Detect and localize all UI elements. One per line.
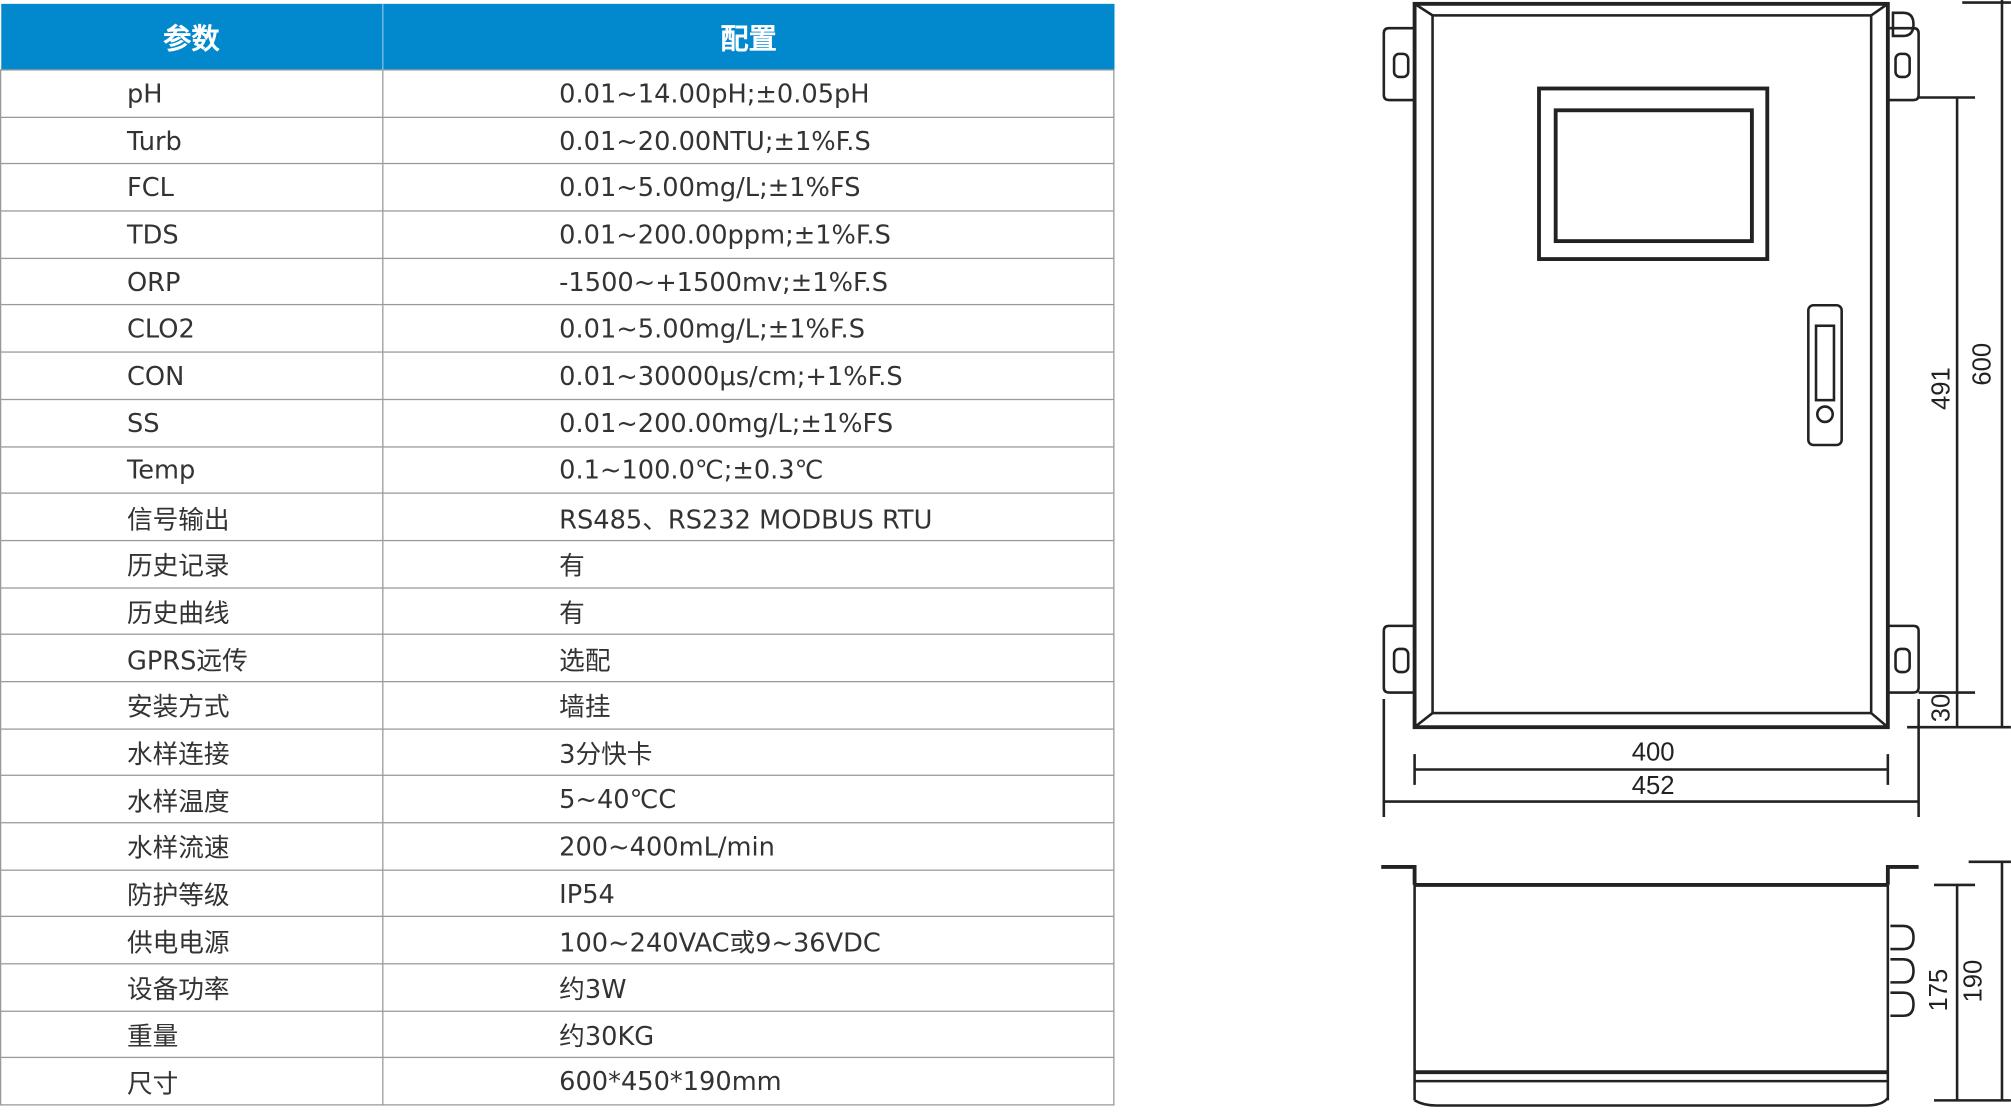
- param-cell: CLO2: [0, 304, 384, 353]
- value-cell: 0.01~20.00NTU;±1%F.S: [382, 116, 1115, 165]
- table-row: ORP-1500~+1500mv;±1%F.S: [0, 257, 1115, 306]
- value-cell: 有: [382, 586, 1115, 636]
- param-cell: 防护等级: [0, 869, 384, 918]
- header-config: 配置: [382, 3, 1114, 70]
- param-cell: 水样连接: [0, 727, 384, 777]
- dim-452: 452: [1632, 772, 1675, 800]
- value-cell: 0.01~14.00pH;±0.05pH: [382, 69, 1115, 118]
- table-row: 重量约30KG: [0, 1010, 1115, 1059]
- table-row: 设备功率约3W: [0, 963, 1115, 1012]
- value-cell: 0.01~5.00mg/L;±1%FS: [382, 163, 1115, 212]
- front-view: 400 452 491 600 30: [1382, 0, 2011, 817]
- value-cell: 约30KG: [382, 1010, 1115, 1059]
- side-view: 175 190: [1381, 860, 2011, 1107]
- value-cell: 0.01~5.00mg/L;±1%F.S: [382, 304, 1115, 353]
- param-cell: SS: [0, 398, 384, 447]
- param-cell: FCL: [0, 163, 384, 212]
- value-cell: 0.01~200.00mg/L;±1%FS: [382, 398, 1115, 447]
- value-cell: -1500~+1500mv;±1%F.S: [382, 257, 1115, 306]
- param-cell: 重量: [0, 1010, 384, 1059]
- param-cell: pH: [0, 69, 384, 118]
- value-cell: 0.01~30000μs/cm;+1%F.S: [382, 351, 1115, 400]
- dim-30: 30: [1927, 694, 1955, 723]
- cable-gland-icon: [1890, 924, 1915, 1018]
- table-row: 历史曲线有: [0, 586, 1115, 636]
- param-cell: Temp: [0, 445, 384, 494]
- mounting-ear-icon: [1382, 11, 1920, 694]
- param-cell: 尺寸: [0, 1057, 384, 1106]
- param-cell: CON: [0, 351, 384, 400]
- param-cell: 水样温度: [0, 775, 384, 824]
- table-row: 历史记录有: [0, 539, 1115, 589]
- dim-190: 190: [1959, 960, 1987, 1003]
- header-param: 参数: [0, 3, 383, 70]
- value-cell: 约3W: [382, 963, 1115, 1012]
- value-cell: 0.01~200.00ppm;±1%F.S: [382, 210, 1115, 259]
- value-cell: 600*450*190mm: [382, 1057, 1115, 1106]
- value-cell: 200~400mL/min: [382, 822, 1115, 871]
- param-cell: 水样流速: [0, 822, 384, 871]
- handle-lock-icon: [1807, 303, 1843, 447]
- table-header-row: 参数 配置: [0, 3, 1114, 70]
- dim-491: 491: [1927, 367, 1955, 410]
- param-cell: 设备功率: [0, 963, 384, 1012]
- value-cell: 3分快卡: [382, 727, 1115, 777]
- dimension-lines: [1382, 0, 2011, 817]
- param-cell: 历史曲线: [0, 586, 384, 636]
- value-cell: RS485、RS232 MODBUS RTU: [382, 492, 1115, 542]
- table-row: 安装方式墙挂: [0, 680, 1115, 730]
- dim-400: 400: [1632, 739, 1675, 767]
- display-window-icon: [1537, 86, 1770, 261]
- dim-175: 175: [1925, 969, 1953, 1012]
- param-cell: 安装方式: [0, 680, 384, 730]
- param-cell: 信号输出: [0, 492, 384, 542]
- dim-600: 600: [1968, 343, 1996, 386]
- param-cell: 历史记录: [0, 539, 384, 589]
